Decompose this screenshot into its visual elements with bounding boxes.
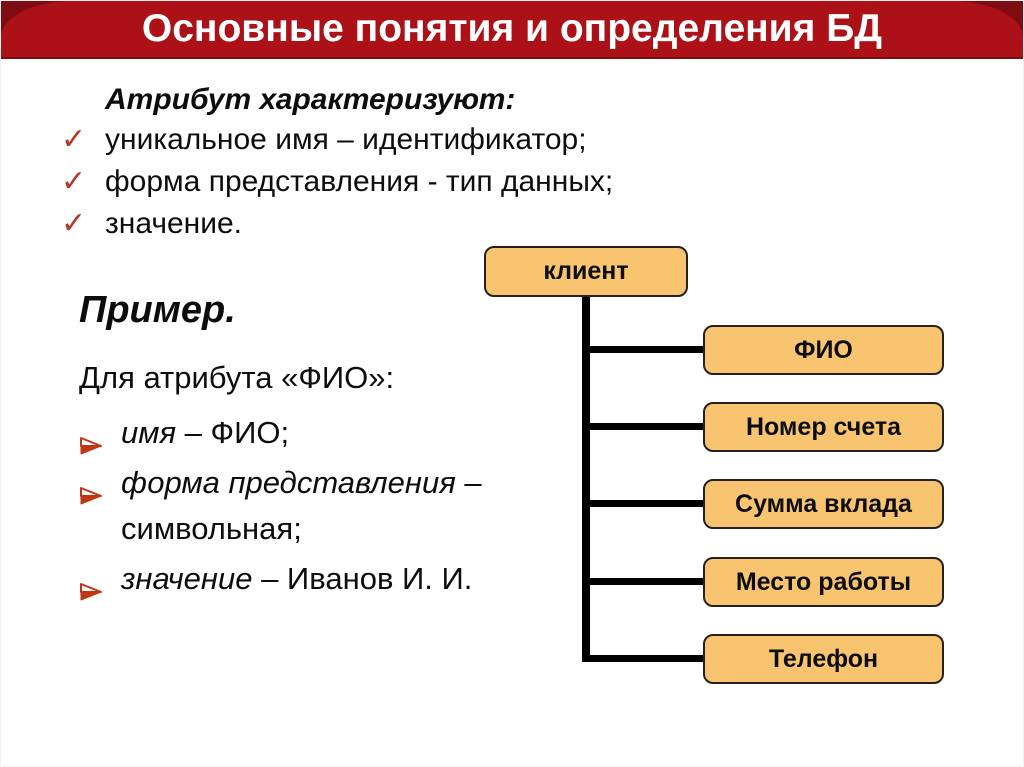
- diagram-spine-line: [582, 297, 590, 662]
- list-item-text: символьная;: [121, 511, 302, 546]
- attributes-list: ✓ уникальное имя – идентификатор; ✓ форм…: [61, 119, 721, 245]
- diagram-child-box: Номер счета: [703, 402, 944, 452]
- list-item-text: – Иванов И. И.: [252, 561, 473, 596]
- page-title: Основные понятия и определения БД: [141, 7, 883, 50]
- example-section: Пример. Для атрибута «ФИО»: имя – ФИО;: [79, 289, 559, 602]
- list-item: форма представления – символьная;: [79, 460, 559, 552]
- diagram-connector-line: [586, 423, 704, 430]
- arrow-bullet-icon: [79, 473, 103, 505]
- diagram-child-box: ФИО: [703, 325, 944, 375]
- example-list: имя – ФИО; форма представления – символь…: [79, 410, 559, 602]
- check-icon: ✓: [61, 123, 87, 156]
- arrow-bullet-icon: [79, 423, 103, 455]
- title-bar-inner: Основные понятия и определения БД: [1, 1, 1023, 59]
- attributes-heading: Атрибут характеризуют:: [105, 83, 516, 116]
- check-icon: ✓: [61, 165, 87, 198]
- diagram-root-box: клиент: [484, 246, 688, 297]
- diagram-child-box: Сумма вклада: [703, 479, 944, 529]
- example-heading: Пример.: [79, 289, 236, 331]
- diagram-connector-line: [586, 500, 704, 507]
- list-item: ✓ форма представления - тип данных;: [61, 161, 721, 203]
- list-item-term: значение: [121, 561, 253, 596]
- diagram-connector-line: [586, 655, 704, 662]
- list-item-text: уникальное имя – идентификатор;: [105, 123, 587, 156]
- list-item-text: – ФИО;: [176, 415, 290, 450]
- list-item-term: имя: [121, 415, 177, 450]
- diagram-child-box: Место работы: [703, 557, 944, 607]
- diagram-child-box: Телефон: [703, 634, 944, 684]
- list-item: ✓ значение.: [61, 203, 721, 245]
- diagram-connector-line: [586, 578, 704, 585]
- attributes-section: Атрибут характеризуют: ✓ уникальное имя …: [61, 83, 721, 245]
- list-item: ✓ уникальное имя – идентификатор;: [61, 119, 721, 161]
- check-icon: ✓: [61, 207, 87, 240]
- list-item: имя – ФИО;: [79, 410, 559, 456]
- slide-title-bar: Основные понятия и определения БД: [1, 1, 1023, 59]
- list-item-text: форма представления - тип данных;: [105, 165, 614, 198]
- diagram-connector-line: [586, 346, 704, 353]
- list-item-text: значение.: [105, 207, 243, 240]
- arrow-bullet-icon: [79, 569, 103, 601]
- list-item: значение – Иванов И. И.: [79, 556, 559, 602]
- list-item-term: форма представления –: [121, 465, 482, 500]
- example-intro: Для атрибута «ФИО»:: [79, 360, 395, 395]
